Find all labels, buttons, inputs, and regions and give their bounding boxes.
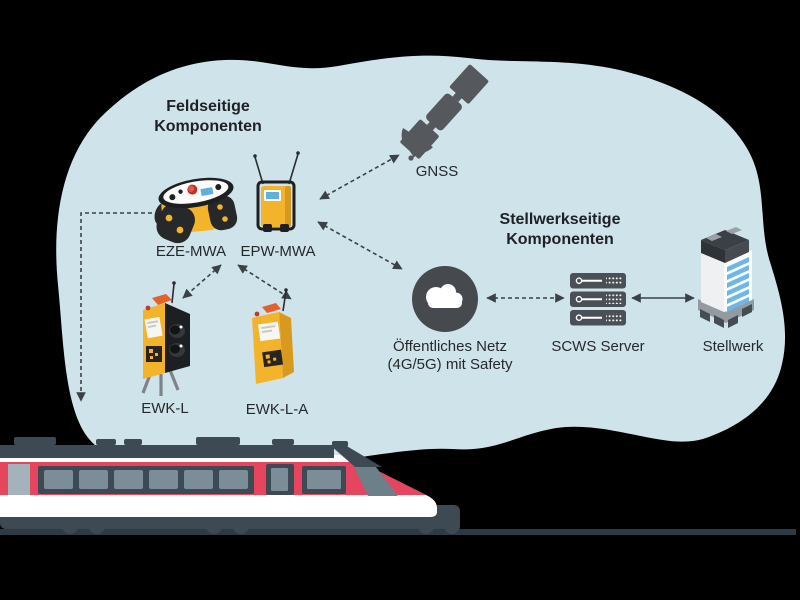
- connection-eze-train: [76, 212, 152, 402]
- scws-server-label: SCWS Server: [551, 338, 645, 355]
- eze-mwa-label: EZE-MWA: [155, 243, 227, 260]
- ewk-l-label: EWK-L: [141, 400, 189, 417]
- radio-unit-icon: [253, 151, 300, 232]
- stellwerk-label: Stellwerk: [702, 338, 764, 355]
- handheld-unit-icon: [252, 288, 294, 384]
- epw-mwa-label: EPW-MWA: [240, 243, 316, 260]
- satellite-icon: [400, 64, 489, 161]
- server-rack-icon: [570, 273, 626, 326]
- connection-epw-gnss: [319, 154, 400, 200]
- connection-eze-ewkl: [182, 264, 222, 299]
- interlocking-side-title: Stellwerkseitige Komponenten: [499, 211, 621, 248]
- connection-epw-cloud: [317, 221, 403, 270]
- panel-blob: [56, 55, 786, 467]
- connection-epw-ewkla: [237, 264, 292, 300]
- track-line: [0, 529, 796, 535]
- field-side-title: Feldseitige Komponenten: [154, 98, 262, 135]
- building-icon: [698, 227, 754, 328]
- public-network-label: Öffentliches Netz (4G/5G) mit Safety: [387, 338, 513, 373]
- train-illustration: [0, 437, 796, 535]
- signal-lamp-unit-icon: [141, 281, 190, 396]
- connections: [76, 154, 695, 402]
- cloud-icon: [412, 266, 478, 332]
- gnss-label: GNSS: [415, 163, 459, 180]
- ewk-l-a-label: EWK-L-A: [245, 401, 309, 418]
- robot-vehicle-icon: [154, 177, 238, 244]
